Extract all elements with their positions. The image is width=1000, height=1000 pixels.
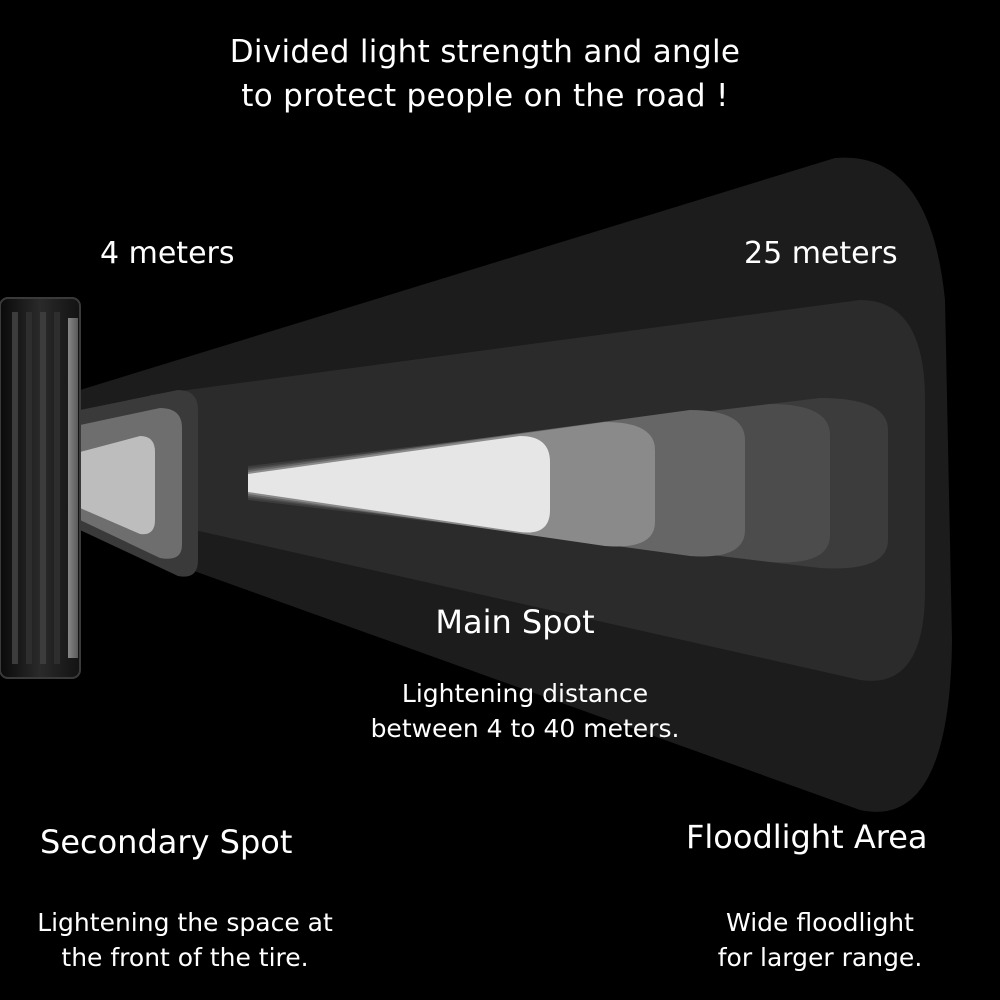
headline-line-2: to protect people on the road ! <box>241 78 729 114</box>
secondary-spot-desc-line-2: the front of the tire. <box>61 943 309 972</box>
main-spot-description: Lightening distance between 4 to 40 mete… <box>320 676 730 746</box>
bike-light-body <box>0 297 81 679</box>
secondary-spot-desc-line-1: Lightening the space at <box>37 908 333 937</box>
main-spot-label: Main Spot <box>435 603 595 641</box>
floodlight-desc-line-2: for larger range. <box>717 943 923 972</box>
headline: Divided light strength and angle to prot… <box>0 30 970 118</box>
main-spot-beam <box>248 398 888 569</box>
far-distance-label: 25 meters <box>744 236 898 271</box>
secondary-spot-beam <box>80 390 198 577</box>
secondary-spot-description: Lightening the space at the front of the… <box>10 905 360 975</box>
floodlight-description: Wide floodlight for larger range. <box>690 905 950 975</box>
secondary-spot-label: Secondary Spot <box>40 823 293 861</box>
near-distance-label: 4 meters <box>100 236 235 271</box>
headline-line-1: Divided light strength and angle <box>229 34 741 70</box>
floodlight-label: Floodlight Area <box>686 818 928 856</box>
main-spot-desc-line-1: Lightening distance <box>401 679 649 708</box>
main-spot-desc-line-2: between 4 to 40 meters. <box>370 714 680 743</box>
floodlight-desc-line-1: Wide floodlight <box>726 908 914 937</box>
